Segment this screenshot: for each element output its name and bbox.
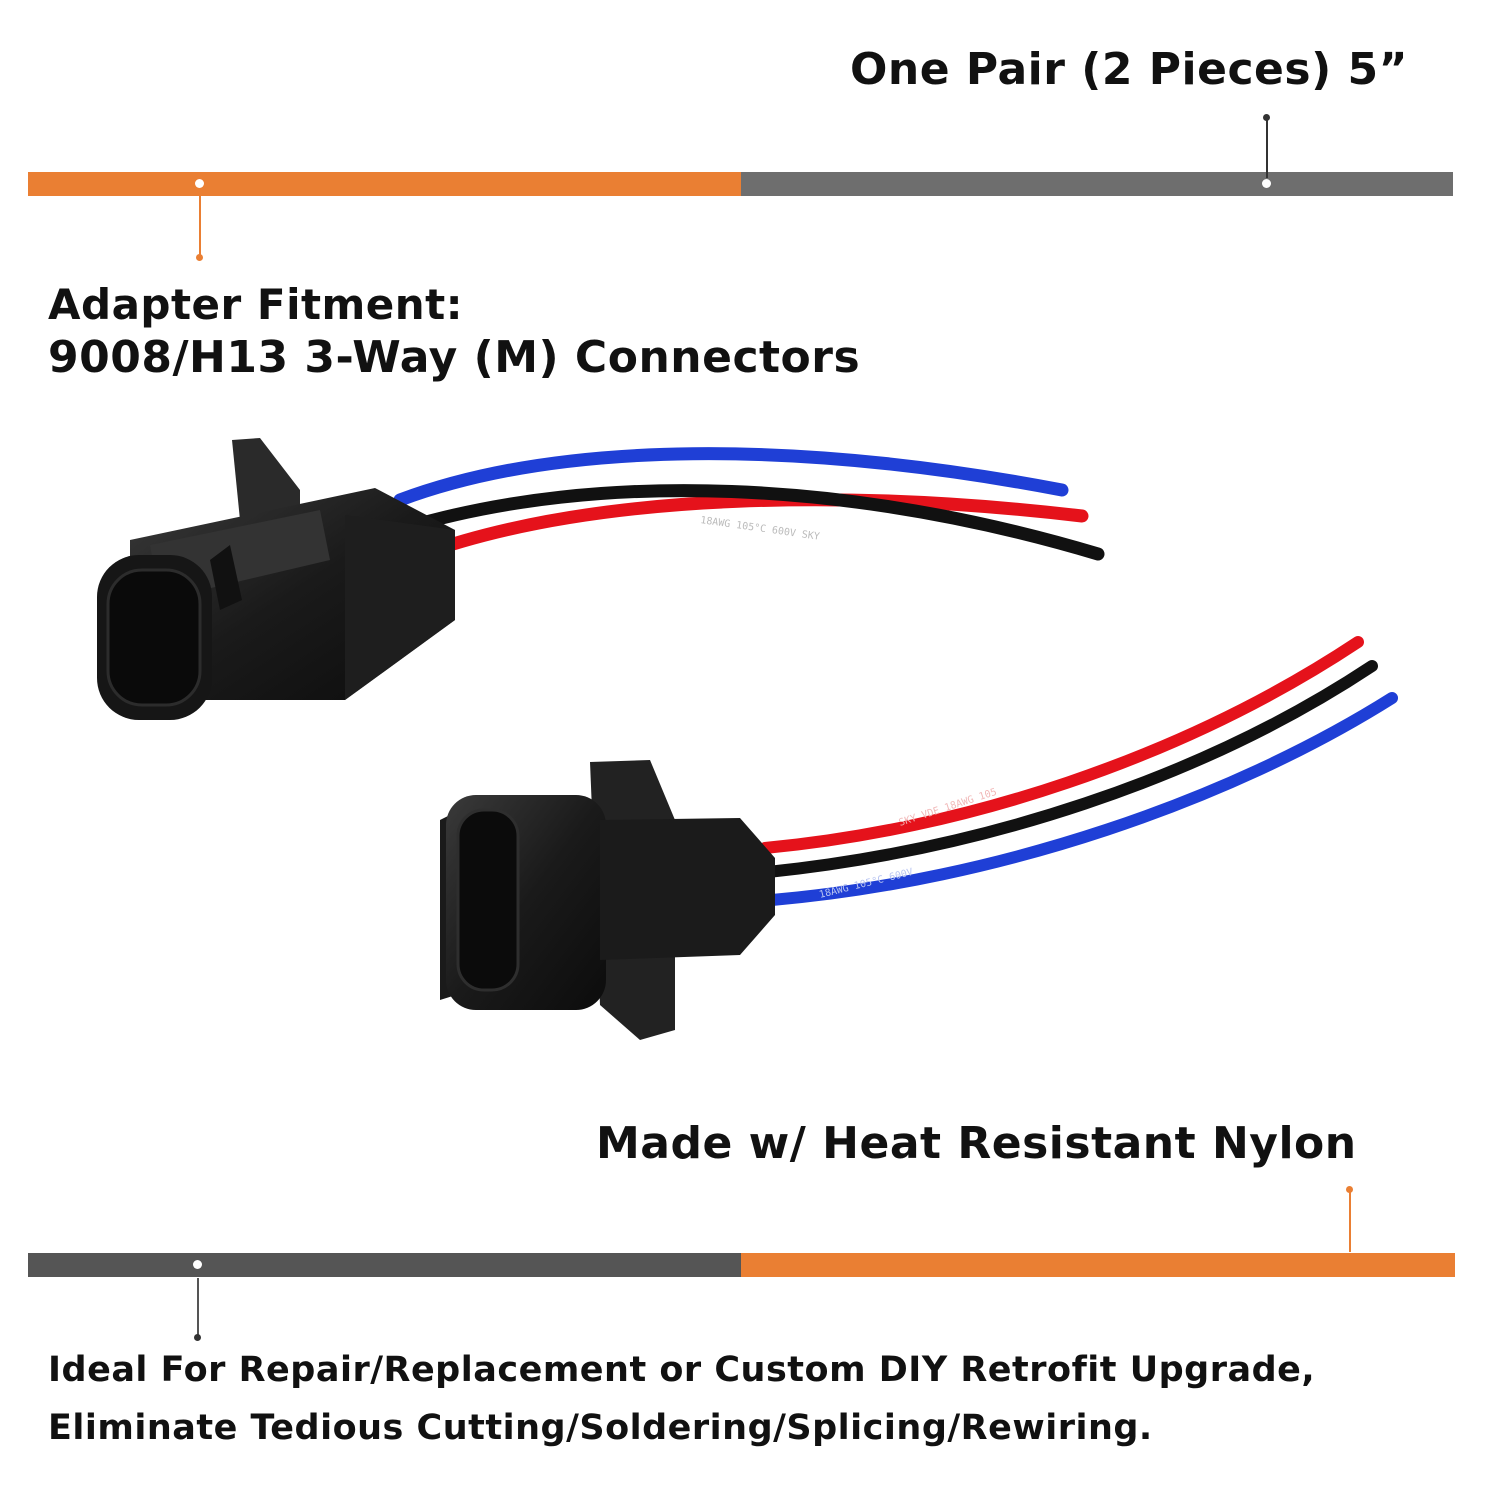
top-left-leader-end	[196, 254, 203, 261]
bottom-right-leader-line	[1349, 1192, 1351, 1252]
lower-red-wire	[759, 636, 1364, 854]
bottom-divider-gray	[28, 1253, 741, 1277]
upper-wire-bundle: 18AWG 105°C 600V SKY	[393, 447, 1105, 562]
upper-black-wire-marking: 18AWG 105°C 600V SKY	[700, 515, 821, 543]
fitment-title: Adapter Fitment:	[48, 280, 464, 329]
bottom-left-marker-dot	[193, 1260, 202, 1269]
top-right-leader-line	[1266, 118, 1268, 178]
top-right-leader-end	[1263, 114, 1270, 121]
top-left-marker-dot	[195, 179, 204, 188]
bottom-left-leader-line	[197, 1278, 199, 1336]
lower-blue-wire	[766, 692, 1398, 906]
upper-red-wire	[413, 493, 1089, 562]
fitment-value: 9008/H13 3-Way (M) Connectors	[48, 332, 861, 383]
top-divider-orange	[28, 172, 741, 196]
upper-connector	[97, 438, 455, 720]
use-case-line-2: Eliminate Tedious Cutting/Soldering/Spli…	[48, 1408, 1153, 1448]
bottom-divider-orange	[741, 1253, 1455, 1277]
use-case-line-1: Ideal For Repair/Replacement or Custom D…	[48, 1350, 1316, 1390]
top-left-leader-line	[199, 196, 201, 256]
material-caption: Made w/ Heat Resistant Nylon	[596, 1118, 1357, 1169]
top-divider-gray	[741, 172, 1453, 196]
lower-black-wire	[762, 660, 1378, 878]
upper-blue-wire	[393, 447, 1069, 507]
upper-black-wire	[398, 484, 1105, 561]
bottom-right-leader-end	[1346, 1186, 1353, 1193]
pair-caption: One Pair (2 Pieces) 5”	[850, 44, 1409, 95]
product-photo: 18AWG 105°C 600V SKY SKY VDE 18AWG 105 1…	[97, 438, 1398, 1040]
lower-wire-bundle: SKY VDE 18AWG 105 18AWG 105°C 600V	[759, 636, 1398, 906]
bottom-left-leader-end	[194, 1334, 201, 1341]
lower-connector	[440, 760, 775, 1040]
top-right-marker-dot	[1262, 179, 1271, 188]
